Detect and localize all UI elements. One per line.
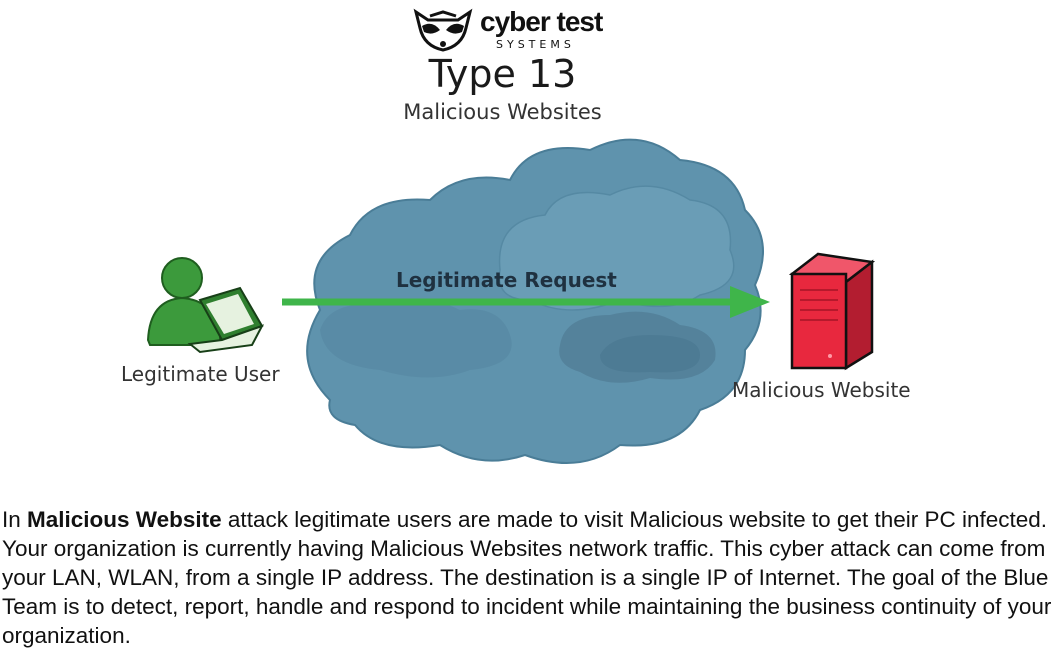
- page-subtitle: Malicious Websites: [403, 100, 602, 124]
- malicious-website-label: Malicious Website: [732, 378, 911, 402]
- page-title: Type 13: [428, 52, 577, 96]
- description-paragraph: In Malicious Website attack legitimate u…: [2, 505, 1054, 650]
- legitimate-user-icon: [146, 257, 265, 354]
- legitimate-request-arrow: [282, 286, 770, 318]
- description-bold-term: Malicious Website: [27, 507, 222, 532]
- malicious-server-icon: [788, 252, 876, 371]
- description-body: attack legitimate users are made to visi…: [2, 507, 1052, 648]
- logo: cyber test SYSTEMS: [412, 6, 612, 56]
- raccoon-logo-icon: [413, 8, 473, 52]
- logo-brand-text: cyber test: [480, 6, 603, 37]
- legitimate-request-label: Legitimate Request: [396, 268, 617, 292]
- legitimate-user-label: Legitimate User: [121, 362, 280, 386]
- logo-sub-text: SYSTEMS: [496, 38, 575, 51]
- description-prefix: In: [2, 507, 28, 532]
